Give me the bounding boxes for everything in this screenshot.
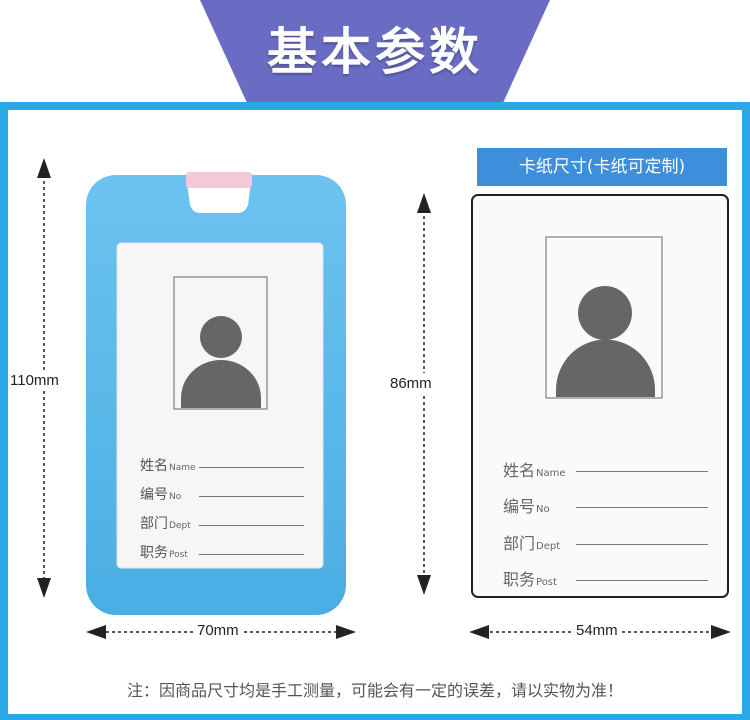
card-avatar-body xyxy=(556,339,655,397)
holder-field-line xyxy=(199,554,304,555)
holder-field-line xyxy=(199,496,304,497)
card-field-no: 编号No xyxy=(503,497,550,516)
holder-clip xyxy=(186,172,252,188)
card-field-name: 姓名Name xyxy=(503,461,566,480)
page-title: 基本参数 xyxy=(267,23,483,81)
holder-avatar-head xyxy=(200,316,242,358)
card-width-label: 54mm xyxy=(572,622,622,639)
holder-width-label: 70mm xyxy=(193,622,243,639)
card-field-line xyxy=(576,507,708,508)
holder-avatar-body xyxy=(181,360,261,408)
card-field-line xyxy=(576,580,708,581)
holder-field-no: 编号No xyxy=(140,487,182,503)
card-field-line xyxy=(576,544,708,545)
holder-field-name: 姓名Name xyxy=(140,458,196,474)
card-field-post: 职务Post xyxy=(503,570,557,589)
card-height-arrow xyxy=(417,193,431,595)
measurement-note: 注：因商品尺寸均是手工测量，可能会有一定的误差，请以实物为准！ xyxy=(126,681,623,700)
card-avatar-head xyxy=(578,286,632,340)
holder-field-post: 职务Post xyxy=(140,545,188,561)
header-banner: 基本参数 xyxy=(0,0,750,105)
card-size-badge: 卡纸尺寸(卡纸可定制) xyxy=(477,148,727,186)
card-field-dept: 部门Dept xyxy=(503,534,561,553)
holder-field-dept: 部门Dept xyxy=(140,516,191,532)
card-height-label: 86mm xyxy=(390,373,432,394)
card-field-line xyxy=(576,471,708,472)
holder-field-line xyxy=(199,467,304,468)
holder-field-line xyxy=(199,525,304,526)
holder-height-label: 110mm xyxy=(10,370,59,391)
header-trapezoid xyxy=(200,0,550,105)
